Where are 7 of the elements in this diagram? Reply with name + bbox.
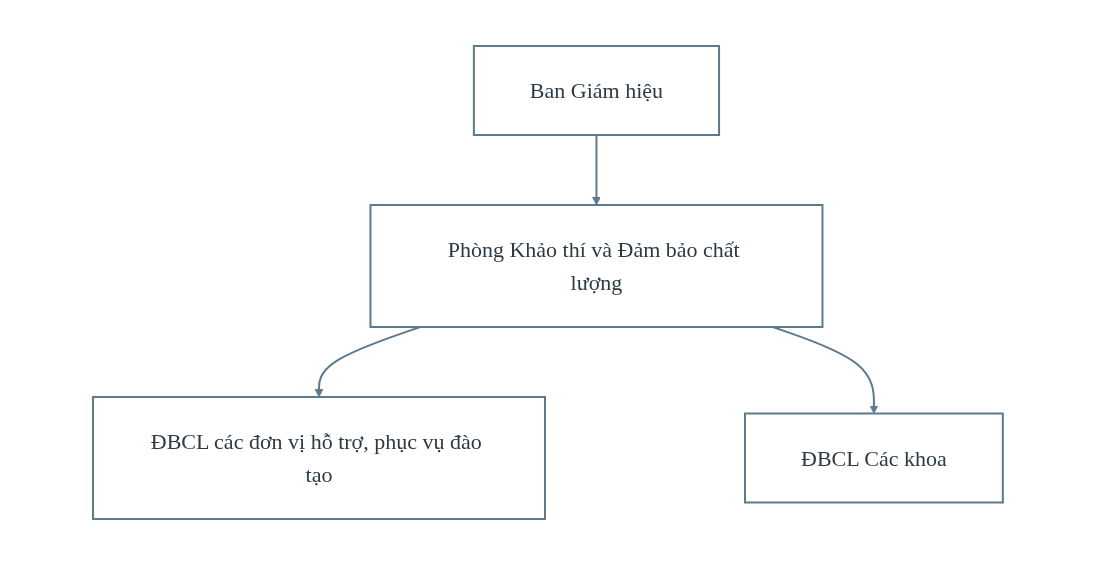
node-box: ĐBCL các đơn vị hỗ trợ, phục vụ đào tạo [91,395,546,520]
node-box: Phòng Khảo thí và Đảm bảo chất lượng [369,203,824,328]
node-box: Ban Giám hiệu [472,44,720,136]
arrow [771,325,878,414]
arrow [314,325,421,397]
arrow [591,133,601,205]
node-box: ĐBCL Các khoa [743,412,1004,503]
